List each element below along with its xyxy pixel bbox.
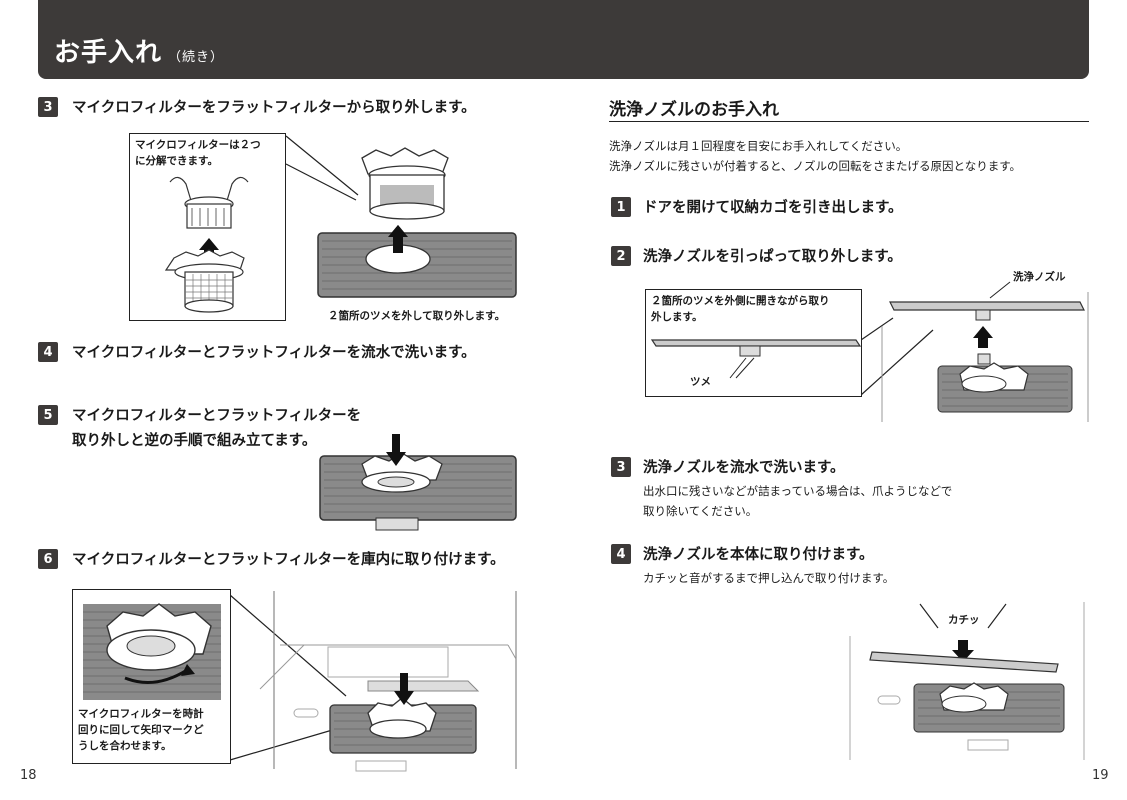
page-title: お手入れ （続き） <box>54 32 224 69</box>
page-number-right: 19 <box>1092 768 1109 783</box>
right-step-1: 1 ドアを開けて収納カゴを引き出します。 <box>611 196 903 221</box>
step-text-line-2: 取り外しと逆の手順で組み立てます。 <box>72 433 317 449</box>
nozzle-label: 洗浄ノズル <box>1013 271 1066 283</box>
micro-filter-rotate-callout: マイクロフィルターを時計 回りに回して矢印マークど うしを合わせます。 <box>72 589 231 764</box>
intro-line-2: 洗浄ノズルに残さいが付着すると、ノズルの回転をさまたげる原因となります。 <box>609 159 1022 173</box>
step-desc-line-1: カチッと音がするまで押し込んで取り付けます。 <box>643 571 895 585</box>
left-step-3: 3 マイクロフィルターをフラットフィルターから取り外します。 <box>38 96 476 121</box>
page-title-main: お手入れ <box>54 38 163 68</box>
step-number-badge: 4 <box>611 544 631 564</box>
callout-line-1: ２箇所のツメを外側に開きながら取り <box>651 295 830 307</box>
flat-filter-removal-illustration <box>317 147 517 298</box>
left-step-5: 5 マイクロフィルターとフラットフィルターを 取り外しと逆の手順で組み立てます。 <box>38 404 361 454</box>
step-number-badge: 6 <box>38 549 58 569</box>
step-number-badge: 3 <box>38 97 58 117</box>
step-desc-line-2: 取り除いてください。 <box>643 504 758 518</box>
left-step-6: 6 マイクロフィルターとフラットフィルターを庫内に取り付けます。 <box>38 548 505 573</box>
page-header: お手入れ （続き） <box>38 0 1089 79</box>
step-number-badge: 3 <box>611 457 631 477</box>
step-text: 洗浄ノズルを本体に取り付けます。 <box>643 547 874 563</box>
page-number-left: 18 <box>20 768 37 783</box>
dishwasher-interior-filter-illustration <box>259 591 517 772</box>
intro-line-1: 洗浄ノズルは月１回程度を目安にお手入れしてください。 <box>609 139 908 153</box>
page-title-sub: （続き） <box>168 50 225 65</box>
nozzle-removal-illustration <box>881 281 1089 422</box>
callout-line-1: マイクロフィルターを時計 <box>78 708 204 720</box>
callout-line-3: うしを合わせます。 <box>78 740 172 752</box>
step-3-caption: ２箇所のツメを外して取り外します。 <box>328 310 506 322</box>
right-step-4: 4 洗浄ノズルを本体に取り付けます。 カチッと音がするまで押し込んで取り付けます… <box>611 543 894 588</box>
step-text-line-1: マイクロフィルターとフラットフィルターを <box>72 408 362 424</box>
step-number-badge: 1 <box>611 197 631 217</box>
left-step-4: 4 マイクロフィルターとフラットフィルターを流水で洗います。 <box>38 341 476 366</box>
section-divider <box>609 121 1089 122</box>
step-text: マイクロフィルターとフラットフィルターを 取り外しと逆の手順で組み立てます。 <box>72 404 361 454</box>
step-number-badge: 4 <box>38 342 58 362</box>
callout-line-1: マイクロフィルターは２つ <box>135 139 261 151</box>
step-number-badge: 5 <box>38 405 58 425</box>
step-text: 洗浄ノズルを流水で洗います。 <box>643 460 845 476</box>
step-text: マイクロフィルターとフラットフィルターを庫内に取り付けます。 <box>72 552 505 568</box>
micro-filter-rotate-illustration <box>83 603 221 700</box>
nozzle-tab-callout: ２箇所のツメを外側に開きながら取り 外します。 ツメ <box>645 289 862 397</box>
step-text: マイクロフィルターとフラットフィルターを流水で洗います。 <box>72 345 476 361</box>
callout-line-2: 回りに回して矢印マークど <box>78 724 204 736</box>
step-number-badge: 2 <box>611 246 631 266</box>
callout-line-2: 外します。 <box>651 311 703 323</box>
micro-filter-callout: マイクロフィルターは２つ に分解できます。 <box>129 133 286 321</box>
click-sound-label: カチッ <box>948 614 980 626</box>
step-desc-line-1: 出水口に残さいなどが詰まっている場合は、爪ようじなどで <box>643 484 953 498</box>
nozzle-tab-illustration <box>650 339 862 379</box>
filter-assembly-illustration <box>319 434 517 531</box>
step-text: 洗浄ノズルを引っぱって取り外します。 <box>643 249 902 265</box>
nozzle-install-illustration <box>849 602 1085 760</box>
nozzle-intro: 洗浄ノズルは月１回程度を目安にお手入れしてください。 洗浄ノズルに残さいが付着す… <box>609 136 1021 176</box>
tab-label: ツメ <box>690 376 711 388</box>
micro-filter-disassembly-illustration <box>164 176 249 313</box>
nozzle-section-title: 洗浄ノズルのお手入れ <box>609 100 779 120</box>
step-text: ドアを開けて収納カゴを引き出します。 <box>643 200 903 216</box>
right-step-2: 2 洗浄ノズルを引っぱって取り外します。 <box>611 245 902 270</box>
callout-line-2: に分解できます。 <box>135 155 218 167</box>
right-step-3: 3 洗浄ノズルを流水で洗います。 出水口に残さいなどが詰まっている場合は、爪よう… <box>611 456 952 521</box>
step-text: マイクロフィルターをフラットフィルターから取り外します。 <box>72 100 476 116</box>
